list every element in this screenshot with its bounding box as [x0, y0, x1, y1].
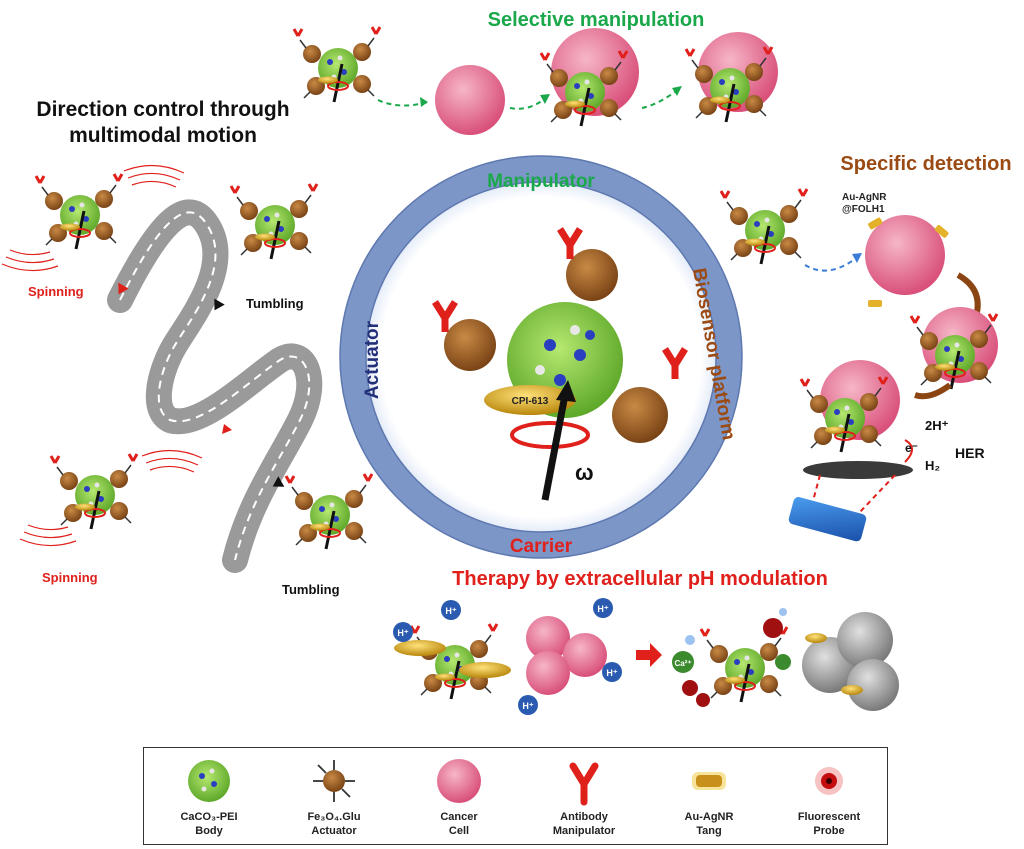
ring-label-actuator: Actuator — [362, 320, 383, 399]
legend-actuator-line2: Actuator — [311, 825, 357, 837]
h-ion-2: H⁺ — [445, 606, 456, 616]
proton-label: 2H⁺ — [925, 418, 949, 433]
legend-probe-line2: Probe — [813, 825, 845, 837]
title-selective-manipulation: Selective manipulation — [487, 9, 705, 31]
selective-manipulation-panel — [292, 25, 778, 135]
hydrogen-label: H₂ — [925, 458, 940, 473]
smartphone-icon — [788, 497, 867, 542]
therapy-arrow — [636, 643, 662, 667]
probe-label-1: Au-AgNR — [842, 192, 887, 203]
legend-item-body: CaCO₃-PEI Body — [154, 748, 264, 844]
label-spinning-bottom: Spinning — [42, 570, 98, 585]
legend-antibody-line1: Antibody — [560, 811, 608, 823]
title-specific-detection: Specific detection — [840, 153, 1012, 175]
legend-item-nanorod: Au-AgNR Tang — [654, 748, 764, 844]
ring-label-manipulator: Manipulator — [487, 171, 595, 192]
center-payload-label: CPI-613 — [512, 396, 549, 407]
title-direction-line1: Direction control through — [36, 98, 290, 121]
ca-ion-label: Ca²⁺ — [674, 659, 691, 668]
ring-label-carrier: Carrier — [510, 536, 573, 557]
nanorod-icon — [692, 772, 726, 790]
legend-nanorod-line2: Tang — [696, 825, 722, 837]
electron-label: e⁻ — [905, 441, 918, 455]
therapy-panel: H⁺ H⁺ H⁺ H⁺ H⁺ Ca²⁺ — [393, 598, 899, 715]
her-label: HER — [955, 445, 985, 461]
legend-nanorod-line1: Au-AgNR — [684, 811, 734, 823]
cancer-cell-legend-icon — [437, 759, 481, 803]
title-direction-line2: multimodal motion — [69, 124, 257, 147]
label-spinning-top: Spinning — [28, 284, 84, 299]
cancer-cell-icon — [435, 65, 505, 135]
h-ion-5: H⁺ — [522, 701, 533, 711]
omega-symbol: ω — [575, 460, 594, 485]
legend-actuator-line1: Fe₃O₄.Glu — [307, 811, 361, 823]
green-body-icon — [188, 760, 230, 802]
antibody-icon — [569, 762, 599, 806]
probe-label-2: @FOLH1 — [842, 204, 885, 215]
motion-path-road — [107, 199, 323, 573]
h-ion-1: H⁺ — [397, 628, 408, 638]
legend-probe-line1: Fluorescent — [797, 811, 861, 823]
legend-cancer-line1: Cancer — [440, 811, 478, 823]
h-ion-4: H⁺ — [606, 668, 617, 678]
central-robot: CPI-613 ω — [432, 227, 688, 501]
legend-body-line1: CaCO₃-PEI — [180, 811, 238, 823]
label-tumbling-top: Tumbling — [246, 296, 304, 311]
title-therapy: Therapy by extracellular pH modulation — [452, 568, 828, 590]
specific-detection-panel: Au-AgNR @FOLH1 2H⁺ e⁻ HER H₂ — [719, 187, 999, 542]
fluorescent-probe-icon — [815, 767, 843, 795]
motion-wave-marks — [1, 164, 203, 547]
legend-cancer-line2: Cell — [448, 825, 470, 837]
h-ion-3: H⁺ — [597, 604, 608, 614]
legend-body-line2: Body — [195, 825, 223, 837]
label-tumbling-bottom: Tumbling — [282, 582, 340, 597]
legend-antibody-line2: Manipulator — [552, 825, 616, 837]
actuator-icon — [313, 760, 355, 802]
